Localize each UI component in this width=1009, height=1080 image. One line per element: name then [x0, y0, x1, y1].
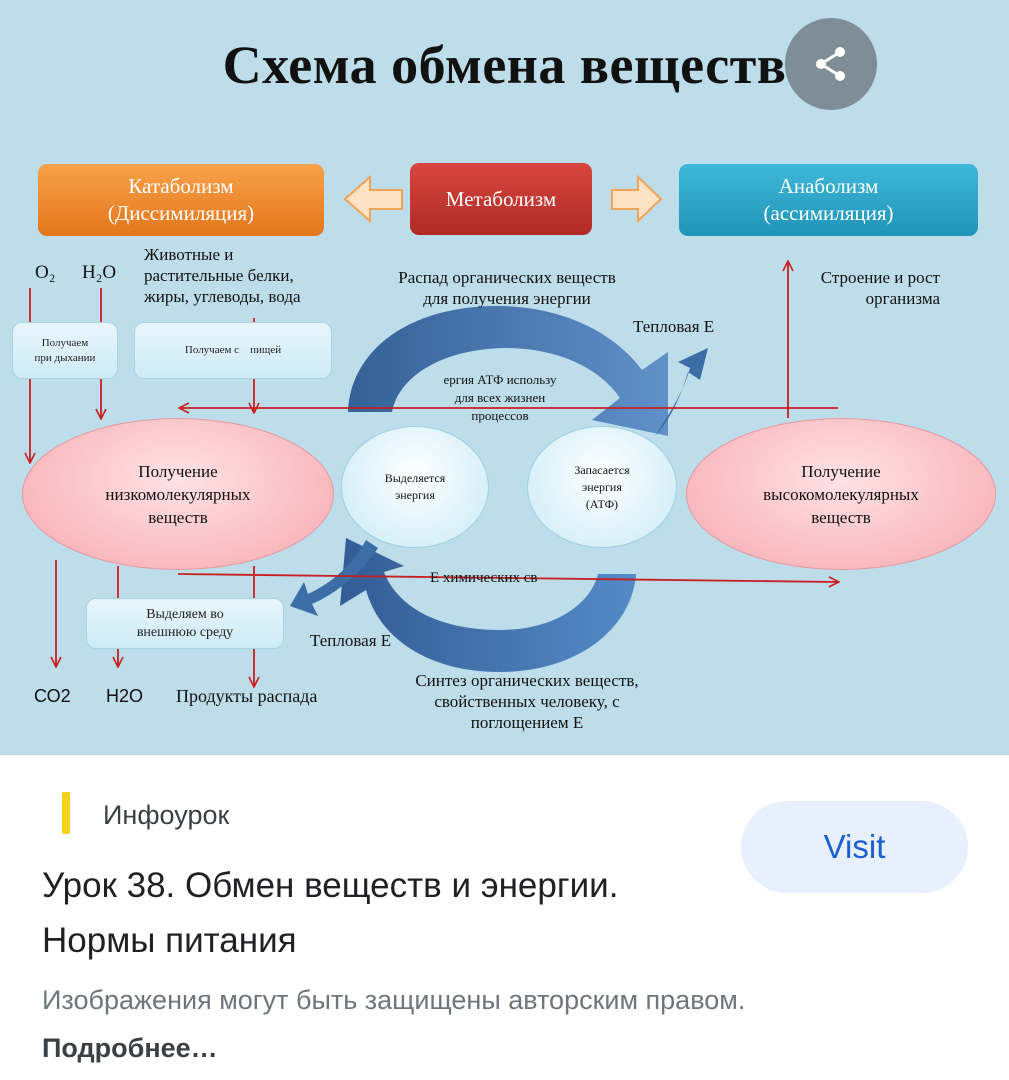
visit-button[interactable]: Visit — [741, 801, 968, 893]
low-molecular-ellipse: Получение низкомолекулярных веществ — [22, 418, 334, 570]
energy-release-label: Выделяется энергия — [384, 471, 446, 502]
infourok-logo-icon — [62, 792, 70, 834]
anabolism-box: Анаболизм (ассимиляция) — [679, 164, 978, 236]
copyright-text: Изображения могут быть защищены авторски… — [42, 985, 746, 1015]
cycle-arrow-bottom — [340, 538, 636, 672]
h2o-out-label: Н2О — [106, 686, 144, 706]
synthesis-label: Синтез органических веществ, свойственны… — [415, 671, 639, 732]
result-title[interactable]: Урок 38. Обмен веществ и энергии. Нормы … — [42, 866, 619, 960]
cycle-arrow-bottom-tail — [290, 540, 378, 616]
excrete-pill: Выделяем во внешнюю среду — [86, 598, 284, 649]
catabolism-label: Катаболизм (Диссимиляция) — [107, 174, 255, 225]
slide-title: Схема обмена веществ — [222, 35, 787, 95]
breath-pill: Получаем при дыхании — [12, 322, 118, 379]
share-icon — [816, 47, 845, 81]
breakdown-label: Распад органических веществ для получени… — [398, 268, 616, 308]
source-name[interactable]: Инфоурок — [103, 800, 230, 830]
chem-energy-label: Е химических св — [430, 570, 538, 586]
anabolism-label: Анаболизм (ассимиляция) — [763, 174, 894, 225]
energy-store-label: Запасается энергия (АТФ) — [574, 462, 630, 511]
catabolism-box: Катаболизм (Диссимиляция) — [38, 164, 324, 236]
cycle-arrow-top-tail — [655, 348, 708, 436]
high-molecular-ellipse: Получение высокомолекулярных веществ — [686, 418, 996, 570]
learn-more-link[interactable]: Подробнее… — [42, 1033, 218, 1063]
heat-top-label: Тепловая Е — [633, 317, 715, 336]
co2-label: СО2 — [34, 686, 71, 706]
food-sources-label: Животные и растительные белки, жиры, угл… — [144, 245, 301, 306]
copyright-notice: Изображения могут быть защищены авторски… — [42, 976, 762, 1072]
share-button[interactable] — [785, 18, 877, 110]
breath-pill-text: Получаем при дыхании — [34, 336, 96, 364]
food-pill: Получаем с пищей — [134, 322, 332, 379]
heat-bottom-label: Тепловая Е — [310, 631, 392, 650]
growth-label: Строение и рост организма — [820, 268, 940, 308]
atp-use-label: ергия АТФ использу для всех жизнен проце… — [443, 372, 557, 423]
arrow-to-anabolism — [611, 174, 663, 224]
energy-store-circle: Запасается энергия (АТФ) — [527, 426, 677, 548]
cycle-arrow-top — [348, 305, 668, 436]
high-molecular-label: Получение высокомолекулярных веществ — [763, 461, 919, 527]
metabolism-label: Метаболизм — [445, 186, 557, 211]
h2o-label: H₂O — [82, 262, 117, 283]
metabolism-scheme-image[interactable]: Схема обмена веществ Катаболизм (Диссими… — [0, 0, 1009, 755]
o2-label: O₂ — [35, 262, 56, 283]
arrow-to-catabolism — [343, 174, 403, 224]
energy-release-circle: Выделяется энергия — [341, 426, 489, 548]
excrete-pill-text: Выделяем во внешнюю среду — [136, 606, 234, 640]
low-molecular-label: Получение низкомолекулярных веществ — [105, 461, 251, 527]
decay-products-label: Продукты распада — [176, 686, 318, 706]
metabolism-box: Метаболизм — [410, 163, 592, 235]
food-pill-text: Получаем с пищей — [184, 344, 282, 356]
